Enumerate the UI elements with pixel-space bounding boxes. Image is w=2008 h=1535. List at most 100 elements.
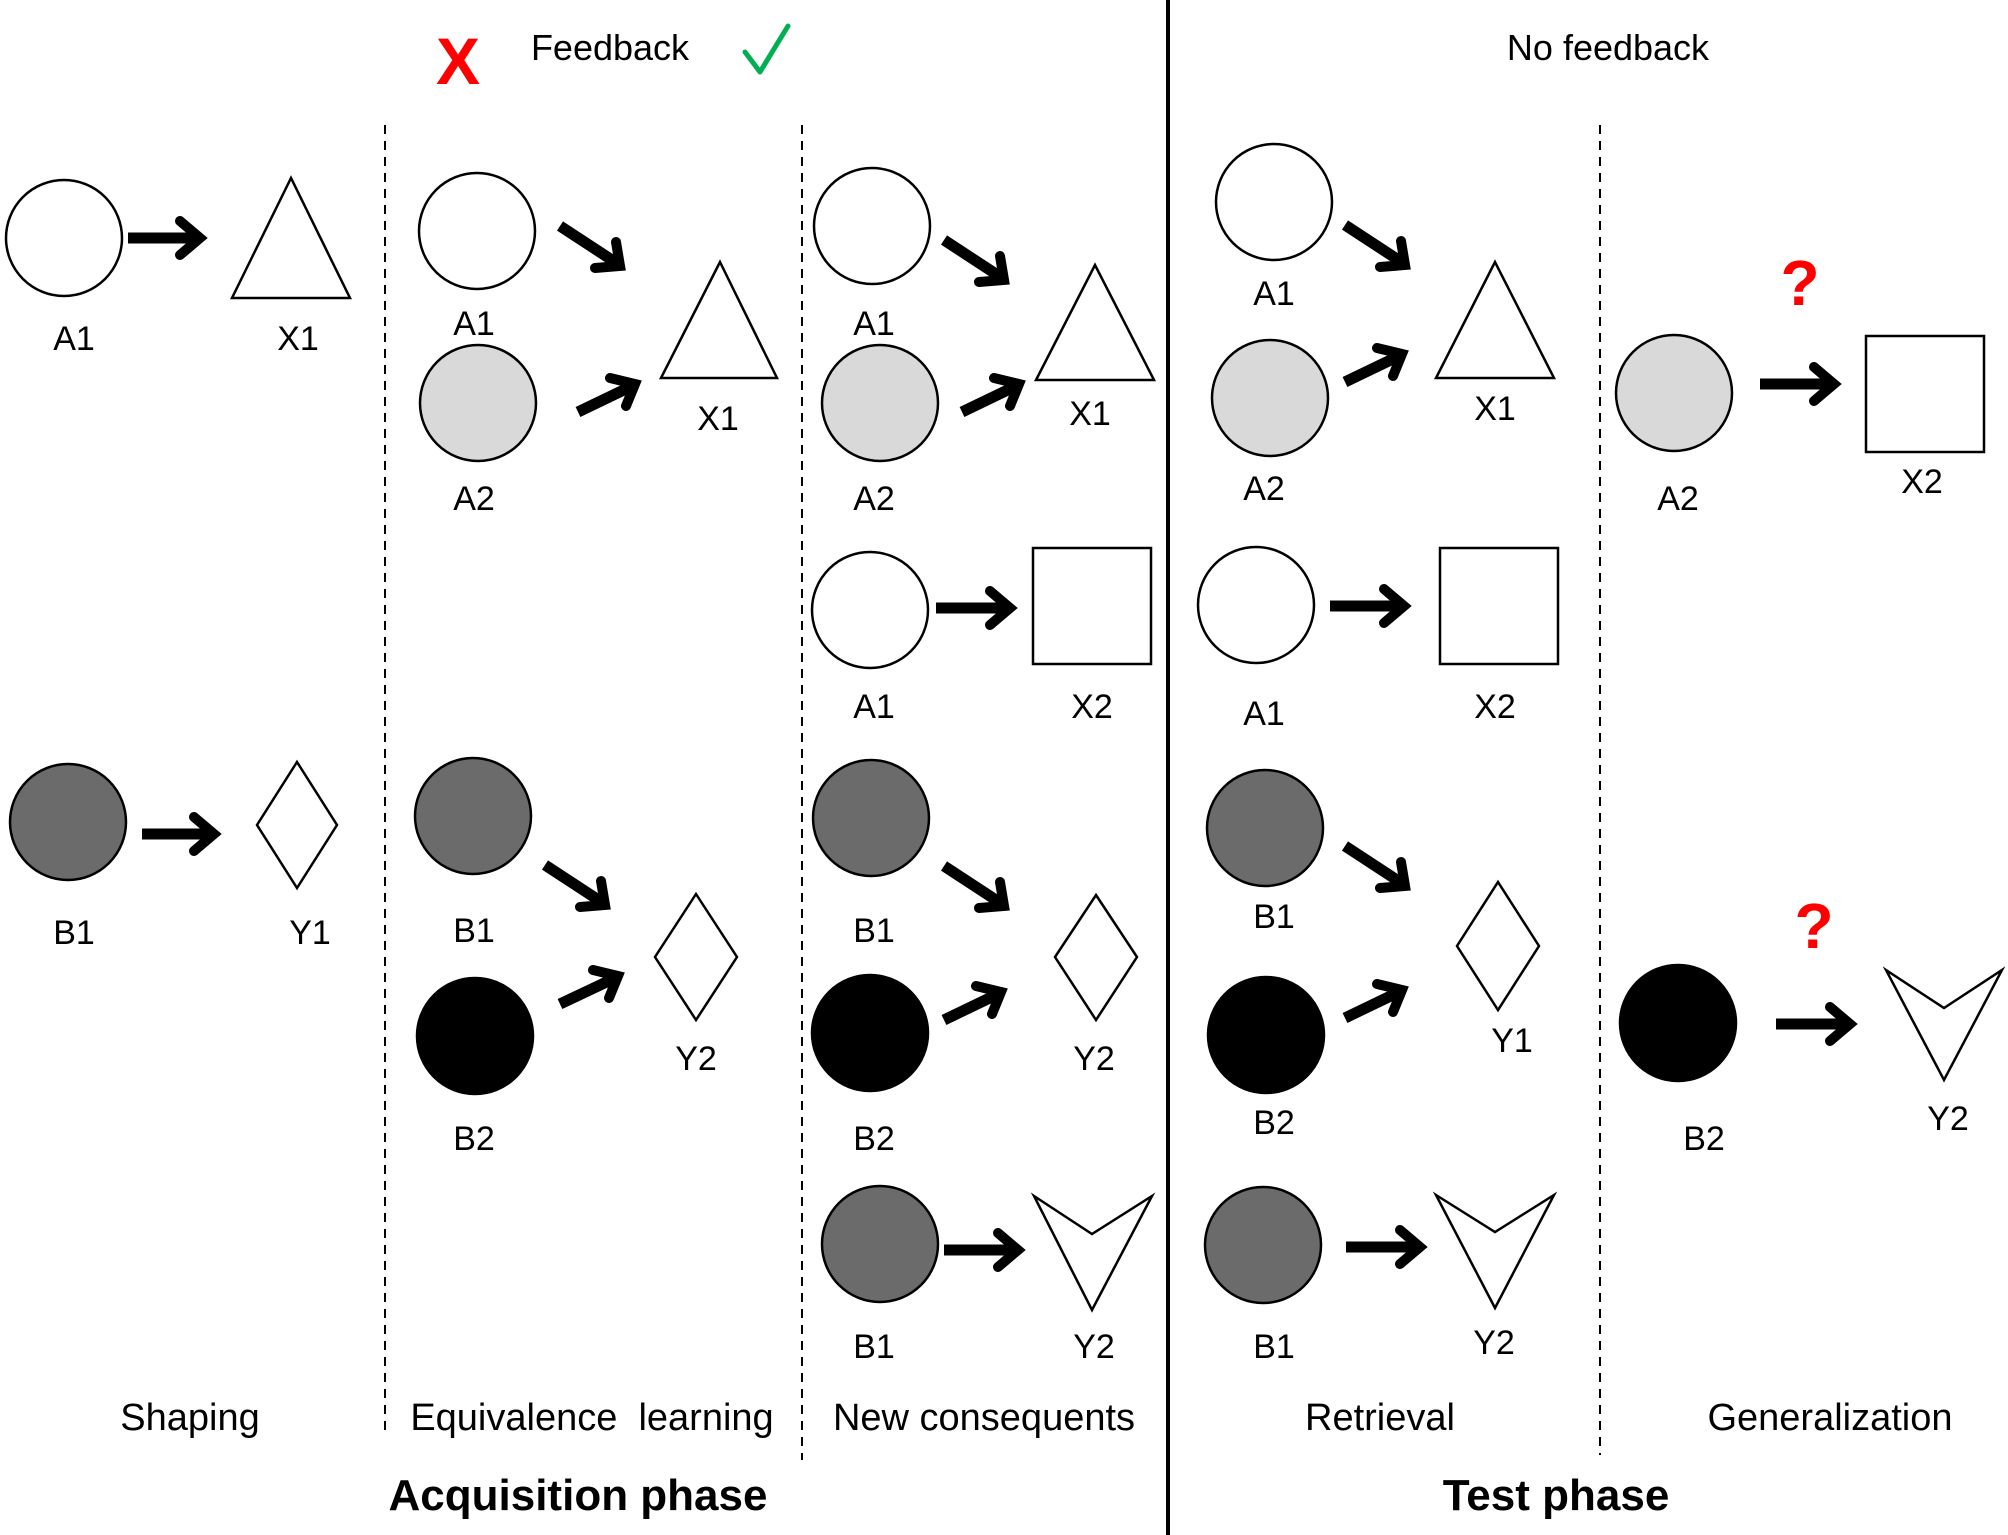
stage-label-equivalence-learning: Equivalence learning [410,1397,773,1439]
consequent-x2-square [1438,546,1560,666]
consequent-y2-diamond [653,891,739,1023]
stimulus-a1 [1196,545,1316,665]
label-a1: A1 [53,320,95,358]
stimulus-a1 [810,550,930,670]
stimulus-b2 [1206,975,1326,1095]
stage-label-generalization: Generalization [1707,1397,1952,1439]
stimulus-a1 [417,171,537,291]
feedback-label: Feedback [531,27,690,68]
arrow-right-icon [1760,362,1842,406]
label-b2: B2 [1253,1104,1295,1142]
arrow-down-right-icon [1341,841,1411,893]
label-b1: B1 [853,1328,895,1366]
consequent-y1-diamond [255,759,339,891]
stimulus-b1 [811,758,931,878]
arrow-up-right-icon [557,965,625,1009]
stimulus-a2 [1614,333,1734,453]
stage-label-retrieval: Retrieval [1305,1397,1455,1439]
label-b1: B1 [1253,1328,1295,1366]
label-x2: X2 [1901,463,1943,501]
label-a1: A1 [453,305,495,343]
stimulus-b1 [413,756,533,876]
label-y2: Y2 [1473,1324,1515,1362]
stimulus-a1 [4,178,124,298]
label-b1: B1 [853,912,895,950]
label-y1: Y1 [289,914,331,952]
stimulus-b2 [1618,963,1738,1083]
consequent-y2-diamond [1053,892,1139,1023]
arrow-up-right-icon [575,373,642,417]
label-a2: A2 [853,480,895,518]
incorrect-mark-icon: X [436,24,480,98]
label-y2: Y2 [675,1040,717,1078]
arrow-down-right-icon [556,221,626,273]
stage-label-shaping: Shaping [120,1397,259,1439]
stage-new-consequents: A1 A2 X1 A1 X2 B1 B2 [810,166,1157,1439]
stage-equivalence-learning: A1 A2 X1 B1 B2 Y2 Equivalence learning [410,171,780,1439]
label-y2: Y2 [1927,1100,1969,1138]
stimulus-b1 [820,1184,940,1304]
label-a1: A1 [1253,275,1295,313]
label-a2: A2 [1657,480,1699,518]
consequent-y1-diamond [1455,879,1541,1013]
consequent-x2-square [1864,334,1986,454]
arrow-down-right-icon [940,235,1010,287]
stimulus-a1 [1214,142,1334,262]
arrow-right-icon [1776,1002,1858,1046]
stimulus-b2 [810,973,930,1093]
label-x1: X1 [277,320,319,358]
label-x2: X2 [1474,688,1516,726]
arrow-up-right-icon [959,373,1026,417]
arrow-right-icon [944,1228,1026,1272]
label-y2: Y2 [1073,1040,1115,1078]
stage-generalization: ? A2 X2 ? B2 Y2 Generalization [1614,247,2006,1439]
label-a2: A2 [453,480,495,518]
label-a2: A2 [1243,470,1285,508]
arrow-down-right-icon [1341,220,1411,272]
consequent-x1-triangle [1433,259,1557,380]
consequent-x1-triangle [1033,262,1157,382]
stimulus-b1 [1205,768,1325,888]
arrow-down-right-icon [541,860,611,912]
label-b1: B1 [453,912,495,950]
label-y1: Y1 [1491,1022,1533,1060]
stimulus-b1 [1203,1185,1323,1305]
question-mark-icon: ? [1794,890,1833,962]
arrow-down-right-icon [940,861,1010,913]
stage-retrieval: A1 A2 X1 A1 X2 B1 B2 [1196,142,1560,1439]
label-a1: A1 [853,688,895,726]
label-x1: X1 [1474,390,1516,428]
label-b2: B2 [853,1120,895,1158]
correct-mark-icon [742,23,791,75]
label-a1: A1 [853,305,895,343]
arrow-right-icon [1346,1225,1428,1269]
header: X Feedback No feedback [436,23,1710,98]
stimulus-b1 [8,762,128,882]
question-mark-icon: ? [1780,247,1819,319]
label-b2: B2 [1683,1120,1725,1158]
no-feedback-label: No feedback [1507,27,1710,68]
phase-label-acquisition: Acquisition phase [389,1471,768,1520]
consequent-y2-chevron [1030,1192,1156,1313]
consequent-x1-triangle [658,259,780,380]
stage-shaping: A1 X1 B1 Y1 Shaping [4,175,353,1439]
consequent-y2-chevron [1882,966,2006,1083]
stimulus-a1 [812,166,932,286]
consequent-y2-chevron [1432,1191,1558,1311]
stimulus-a2 [1210,338,1330,458]
stimulus-a2 [418,343,538,463]
consequent-x2-square [1031,546,1153,666]
stimulus-b2 [415,976,535,1096]
label-x2: X2 [1071,688,1113,726]
label-b1: B1 [53,914,95,952]
arrow-right-icon [142,812,222,856]
arrow-up-right-icon [1342,979,1409,1023]
label-x1: X1 [697,400,739,438]
phase-label-test: Test phase [1443,1471,1670,1520]
label-x1: X1 [1069,395,1111,433]
consequent-x1-triangle [229,175,353,300]
label-b2: B2 [453,1120,495,1158]
arrow-right-icon [936,586,1018,630]
arrow-up-right-icon [941,981,1008,1025]
